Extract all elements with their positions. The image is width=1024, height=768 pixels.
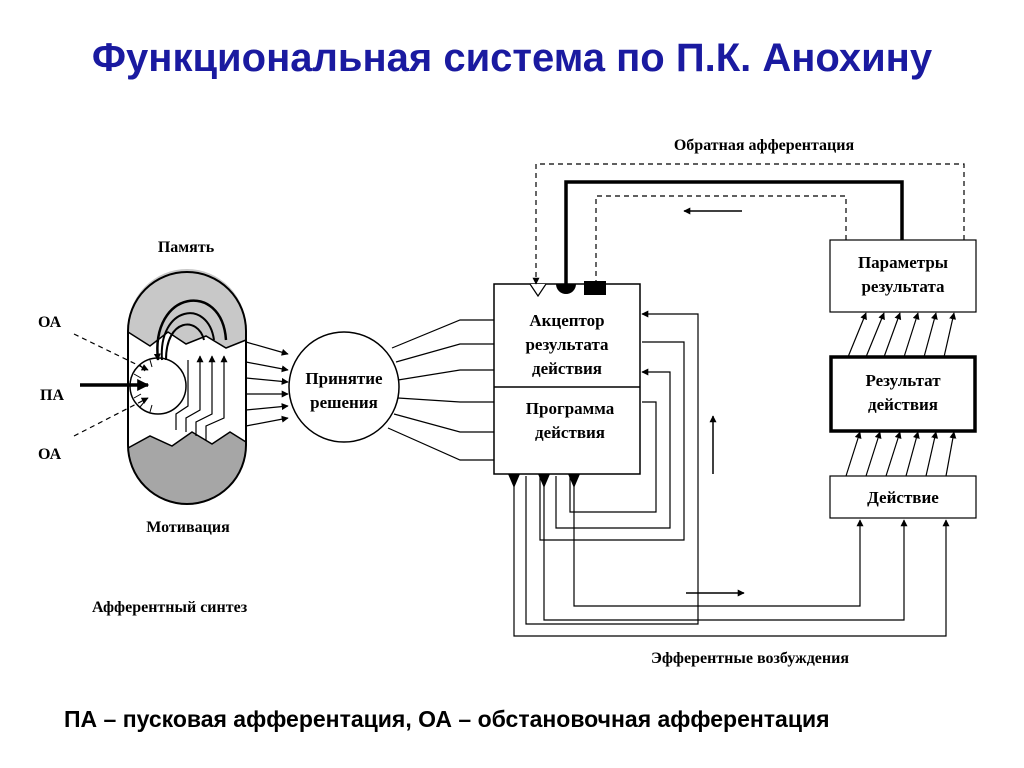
feedback-afferentation-label: Обратная афферентация <box>674 137 855 154</box>
memory-label: Память <box>158 239 215 256</box>
efferent-excitations-label: Эфферентные возбуждения <box>651 650 849 667</box>
afferent-synthesis-block <box>73 269 289 505</box>
action-result-label-line1: Результат <box>865 371 941 390</box>
program-label-line1: Программа <box>526 399 615 418</box>
result-params-box <box>829 239 977 313</box>
action-result-box <box>829 355 977 433</box>
capsule-outline <box>127 271 247 505</box>
feedback-dashed-outer <box>532 163 965 285</box>
motivation-region <box>128 432 246 505</box>
decision-output-lines <box>387 316 501 464</box>
pa-label: ПА <box>40 387 64 404</box>
decision-label-line2: решения <box>310 393 378 412</box>
acceptor-label-line3: действия <box>532 359 602 378</box>
result-params-label-line1: Параметры <box>858 253 948 272</box>
page-title: Функциональная система по П.К. Анохину <box>91 36 933 80</box>
acceptor-label-line2: результата <box>525 335 609 354</box>
feedback-dashed-inner <box>595 195 847 282</box>
action-to-result-arrows <box>845 431 957 477</box>
program-label-line2: действия <box>535 423 605 442</box>
program-output-arrowheads <box>508 474 580 488</box>
decision-label-line1: Принятие <box>305 369 383 388</box>
motivation-label: Мотивация <box>146 519 230 536</box>
result-params-label-line2: результата <box>861 277 945 296</box>
feedback-solid <box>564 180 904 284</box>
memory-region <box>128 269 246 348</box>
action-label: Действие <box>867 488 939 507</box>
acceptor-label-line1: Акцептор <box>529 311 604 330</box>
acceptor-program-block <box>493 281 641 475</box>
oa-bottom-label: ОА <box>38 446 62 463</box>
action-box <box>829 475 977 519</box>
inner-loop-lines <box>525 310 699 625</box>
result-to-params-arrows <box>847 312 957 358</box>
decision-circle <box>288 331 400 443</box>
action-result-label-line2: действия <box>868 395 938 414</box>
efferent-lines <box>513 474 950 637</box>
afferent-synthesis-label: Афферентный синтез <box>92 599 248 616</box>
oa-top-label: ОА <box>38 314 62 331</box>
legend: ПА – пусковая афферентация, ОА – обстано… <box>64 706 830 732</box>
